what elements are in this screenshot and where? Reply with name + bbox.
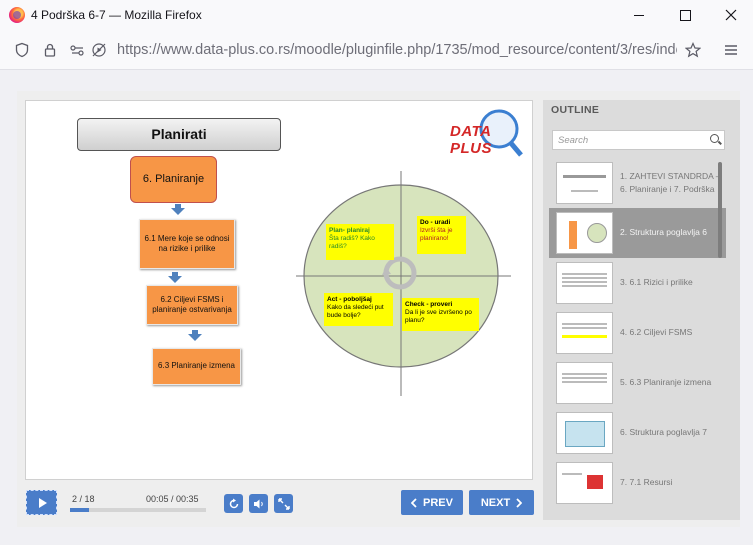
logo-text: DATA PLUS [450,123,493,157]
outline-item-label: 7. 7.1 Resursi [620,477,673,487]
outline-item-label: 5. 6.3 Planiranje izmena [620,377,712,387]
slide-thumbnail [556,162,613,204]
outline-item[interactable]: 4. 6.2 Ciljevi FSMS [549,308,726,358]
slide-canvas: Planirati 6. Planiranje 6.1 Mere koje se… [25,100,533,480]
slide-thumbnail [556,312,613,354]
next-label: NEXT [480,496,511,509]
outline-item[interactable]: 7. 7.1 Resursi [549,458,726,508]
arrow-stem [172,272,178,276]
slide-counter: 2 / 18 [72,494,95,504]
search-icon[interactable] [710,134,719,143]
window-titlebar: 4 Podrška 6-7 — Mozilla Firefox [0,0,753,30]
volume-icon [253,499,263,508]
slide-thumbnail [556,412,613,454]
slide-thumbnail [556,362,613,404]
box-6-2: 6.2 Ciljevi FSMS i planiranje ostvarivan… [146,285,238,325]
arrow-stem [175,204,181,208]
lock-icon[interactable] [41,42,59,58]
fullscreen-button[interactable] [274,494,293,513]
outline-item-active[interactable]: 2. Struktura poglavlja 6 [549,208,726,258]
outline-item[interactable]: 5. 6.3 Planiranje izmena [549,358,726,408]
down-arrow-icon [171,208,185,215]
navigation-bar: https://www.data-plus.co.rs/moodle/plugi… [0,30,753,70]
progress-fill [70,508,90,512]
chevron-left-icon [411,497,417,508]
outline-list: 1. ZAHTEVI STANDRDA –6. Planiranje i 7. … [549,158,726,518]
down-arrow-icon [168,276,182,283]
search-placeholder: Search [558,135,589,146]
plan-box: Plan- planiraj Šta radiš? Kako radiš? [326,224,394,260]
outline-scrollbar[interactable] [718,162,722,258]
close-icon [725,9,737,21]
box-6-1: 6.1 Mere koje se odnosi na rizike i pril… [139,219,235,269]
outline-item-label: 2. Struktura poglavlja 6 [620,227,707,237]
do-box: Do - uradi Izvrši šta je planirano! [417,216,466,254]
replay-icon [229,498,238,508]
down-arrow-icon [188,334,202,341]
close-button[interactable] [708,0,753,30]
outline-item-label: 3. 6.1 Rizici i prilike [620,277,693,287]
maximize-button[interactable] [662,0,708,30]
bookmark-star-icon[interactable] [684,42,702,58]
volume-button[interactable] [249,494,268,513]
outline-item-label: 6. Struktura poglavlja 7 [620,427,707,437]
chevron-right-icon [516,497,523,508]
autoplay-blocked-icon[interactable] [90,42,108,58]
time-display: 00:05 / 00:35 [146,494,199,504]
window-title: 4 Podrška 6-7 — Mozilla Firefox [31,8,202,22]
arrow-stem [192,330,198,334]
prev-label: PREV [423,496,453,509]
slide-header-box: Planirati [77,118,281,151]
shield-icon[interactable] [13,42,31,58]
fullscreen-icon [277,497,290,510]
url-field[interactable]: https://www.data-plus.co.rs/moodle/plugi… [117,42,677,58]
minimize-button[interactable] [616,0,662,30]
prev-button[interactable]: PREV [401,490,463,515]
progress-bar[interactable] [70,508,206,512]
replay-button[interactable] [224,494,243,513]
box-6-3: 6.3 Planiranje izmena [152,348,241,385]
slide-thumbnail [556,212,613,254]
outline-item[interactable]: 3. 6.1 Rizici i prilike [549,258,726,308]
planiranje-main-box: 6. Planiranje [130,156,217,203]
data-plus-logo-icon [479,109,523,157]
slide-thumbnail [556,262,613,304]
play-button[interactable] [26,490,57,515]
outline-search-input[interactable]: Search [552,130,725,150]
outline-item[interactable]: 1. ZAHTEVI STANDRDA –6. Planiranje i 7. … [549,158,726,208]
permissions-icon[interactable] [68,42,86,58]
next-button[interactable]: NEXT [469,490,534,515]
slide-thumbnail [556,462,613,504]
firefox-logo-icon [9,7,25,23]
outline-item[interactable]: 6. Struktura poglavlja 7 [549,408,726,458]
check-box: Check - proveri Da li je sve izvršeno po… [402,298,479,331]
pdca-cycle-diagram [296,171,511,396]
outline-item-label: 1. ZAHTEVI STANDRDA –6. Planiranje i 7. … [620,171,721,194]
outline-item-label: 4. 6.2 Ciljevi FSMS [620,327,693,337]
outline-title: OUTLINE [551,104,600,116]
menu-icon[interactable] [722,42,740,58]
act-box: Act - poboljšaj Kako da sledeći put bude… [324,293,393,326]
